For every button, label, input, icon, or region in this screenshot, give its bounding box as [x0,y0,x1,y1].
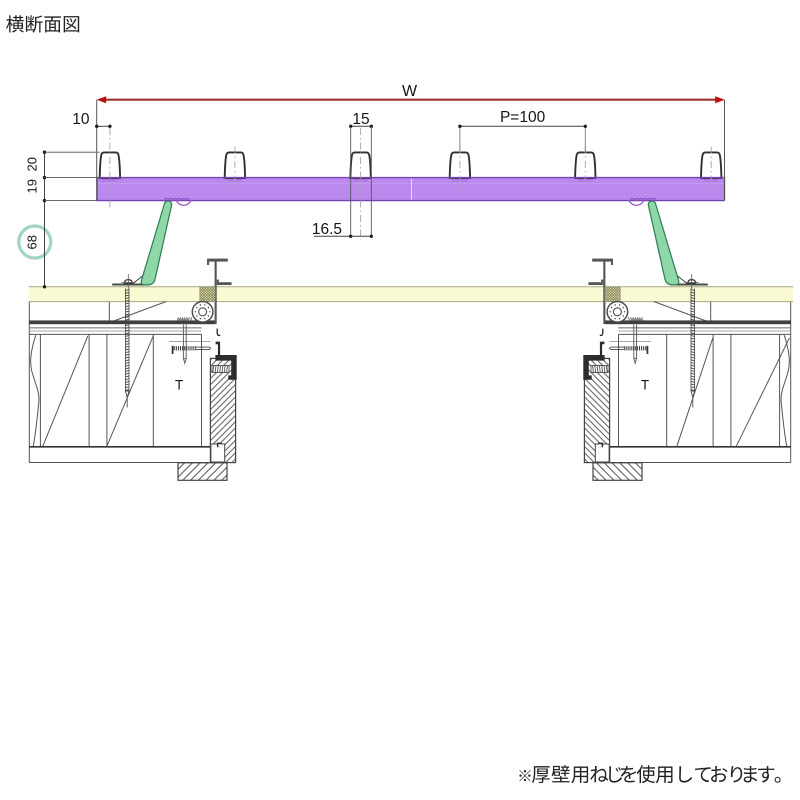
svg-text:P=100: P=100 [500,109,546,126]
svg-text:16.5: 16.5 [312,221,342,238]
svg-text:68: 68 [24,235,39,249]
svg-text:T: T [175,377,183,392]
svg-text:T: T [641,377,649,392]
svg-text:20: 20 [24,157,39,171]
svg-text:19: 19 [24,179,39,193]
svg-text:10: 10 [72,111,90,128]
svg-text:15: 15 [352,111,369,128]
svg-text:W: W [402,83,418,100]
